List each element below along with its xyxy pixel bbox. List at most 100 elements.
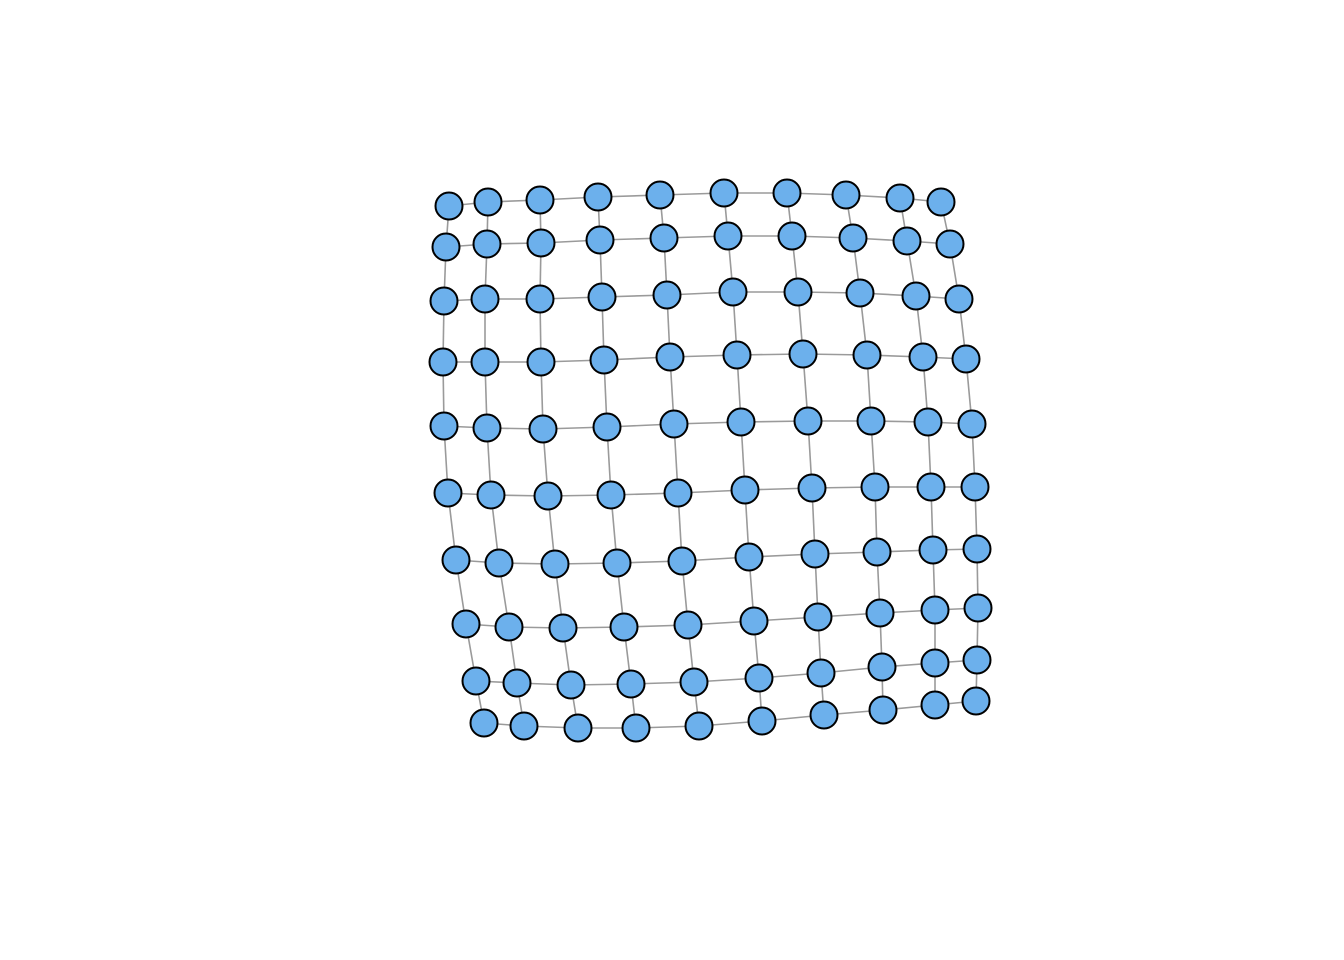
graph-node — [868, 695, 898, 725]
graph-node — [918, 535, 948, 565]
graph-node — [587, 282, 617, 312]
graph-node — [920, 648, 950, 678]
graph-node — [726, 407, 756, 437]
graph-node — [797, 473, 827, 503]
graph-node — [793, 406, 823, 436]
graph-node — [533, 481, 563, 511]
graph-node — [431, 232, 461, 262]
graph-node — [718, 277, 748, 307]
graph-node — [472, 229, 502, 259]
graph-node — [434, 191, 464, 221]
graph-node — [963, 593, 993, 623]
graph-node — [525, 185, 555, 215]
graph-node — [908, 342, 938, 372]
graph-node — [526, 228, 556, 258]
graph-node — [809, 700, 839, 730]
graph-node — [772, 178, 802, 208]
graph-node — [470, 347, 500, 377]
graph-node — [885, 183, 915, 213]
graph-node — [777, 221, 807, 251]
graph-node — [540, 549, 570, 579]
graph-node — [838, 223, 868, 253]
graph-node — [862, 537, 892, 567]
graph-node — [892, 226, 922, 256]
graph-node — [679, 667, 709, 697]
graph-node — [441, 545, 471, 575]
graph-node — [602, 548, 632, 578]
graph-node — [960, 472, 990, 502]
graph-node — [831, 180, 861, 210]
graph-node — [747, 706, 777, 736]
graph-node — [788, 339, 818, 369]
graph-node — [684, 711, 714, 741]
graph-node — [803, 602, 833, 632]
graph-node — [563, 713, 593, 743]
graph-node — [548, 613, 578, 643]
graph-node — [596, 480, 626, 510]
graph-node — [583, 182, 613, 212]
graph-node — [655, 342, 685, 372]
graph-node — [556, 670, 586, 700]
graph-node — [860, 472, 890, 502]
graph-node — [663, 478, 693, 508]
graph-node — [525, 284, 555, 314]
graph-node — [621, 713, 651, 743]
graph-node — [852, 340, 882, 370]
graph-node — [652, 280, 682, 310]
graph-node — [528, 414, 558, 444]
graph-node — [935, 229, 965, 259]
graph-node — [526, 347, 556, 377]
graph-node — [957, 409, 987, 439]
graph-node — [951, 344, 981, 374]
graph-node — [616, 669, 646, 699]
graph-node — [609, 612, 639, 642]
graph-nodes — [428, 178, 993, 743]
graph-node — [673, 610, 703, 640]
graph-node — [800, 539, 830, 569]
graph-node — [962, 534, 992, 564]
graph-node — [659, 409, 689, 439]
graph-node — [916, 472, 946, 502]
graph-node — [476, 480, 506, 510]
graph-node — [592, 412, 622, 442]
graph-node — [845, 278, 875, 308]
graph-node — [649, 223, 679, 253]
graph-node — [473, 187, 503, 217]
graph-node — [734, 542, 764, 572]
graph-node — [469, 708, 499, 738]
graph-node — [856, 406, 886, 436]
graph-node — [509, 711, 539, 741]
graph-node — [461, 666, 491, 696]
graph-node — [806, 658, 836, 688]
graph-node — [470, 284, 500, 314]
graph-node — [451, 609, 481, 639]
graph-node — [429, 411, 459, 441]
graph-node — [722, 340, 752, 370]
graph-node — [744, 663, 774, 693]
graph-node — [962, 645, 992, 675]
graph-node — [667, 546, 697, 576]
graph-node — [589, 345, 619, 375]
graph-node — [429, 286, 459, 316]
graph-node — [867, 652, 897, 682]
graph-node — [585, 225, 615, 255]
graph-node — [433, 478, 463, 508]
graph-node — [730, 475, 760, 505]
graph-node — [865, 598, 895, 628]
graph-node — [944, 284, 974, 314]
graph-node — [428, 347, 458, 377]
graph-node — [739, 606, 769, 636]
graph-node — [472, 413, 502, 443]
graph-node — [502, 668, 532, 698]
graph-node — [783, 277, 813, 307]
graph-node — [709, 178, 739, 208]
graph-node — [494, 612, 524, 642]
graph-node — [961, 686, 991, 716]
graph-node — [901, 281, 931, 311]
graph-node — [645, 180, 675, 210]
graph-node — [926, 187, 956, 217]
graph-node — [920, 690, 950, 720]
graph-node — [913, 407, 943, 437]
graph-node — [920, 595, 950, 625]
